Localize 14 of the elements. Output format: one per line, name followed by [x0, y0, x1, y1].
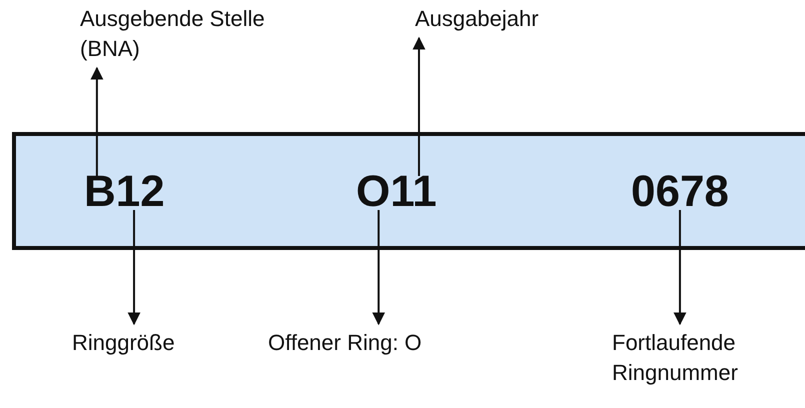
leader-arrow — [128, 210, 141, 326]
ring-code: O11 — [356, 170, 437, 214]
callout-label: Ausgabejahr — [415, 4, 615, 34]
callout-label: Offener Ring: O — [268, 328, 498, 358]
callout-label: Ausgebende Stelle (BNA) — [80, 4, 320, 64]
ring-band — [12, 132, 805, 250]
callout-label: Ringgröße — [72, 328, 252, 358]
leader-arrow — [673, 210, 686, 326]
leader-arrow — [90, 66, 104, 176]
ring-code: B12 — [84, 170, 165, 214]
leader-arrow — [412, 36, 426, 176]
leader-arrow — [372, 210, 386, 326]
callout-label: Fortlaufende Ringnummer — [612, 328, 805, 388]
ring-code: 0678 — [631, 170, 729, 214]
